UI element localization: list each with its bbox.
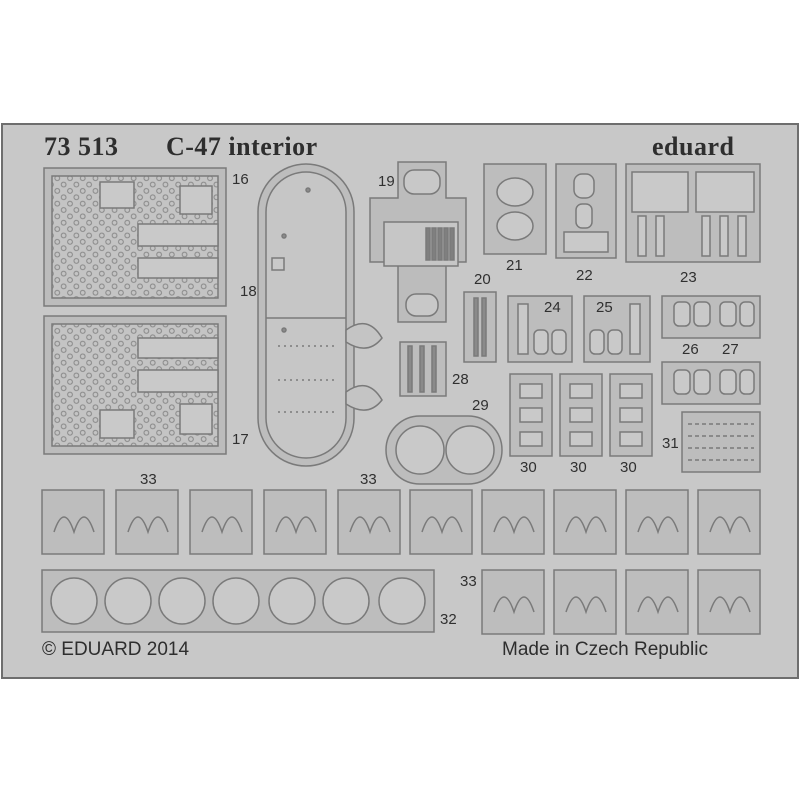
part-30-set <box>509 373 653 457</box>
part-24-25 <box>507 295 651 363</box>
part-label-33-b: 33 <box>360 471 377 488</box>
part-label-24: 24 <box>544 299 561 316</box>
part-26-27 <box>661 295 761 405</box>
part-label-26: 26 <box>682 341 699 358</box>
copyright-notice: © EDUARD 2014 <box>42 639 190 660</box>
part-label-33-c: 33 <box>460 573 477 590</box>
part-16-18-17-mesh-panels <box>43 167 227 455</box>
part-label-29: 29 <box>472 397 489 414</box>
part-label-21: 21 <box>506 257 523 274</box>
part-label-16: 16 <box>232 171 249 188</box>
part-22 <box>555 163 617 259</box>
part-label-23: 23 <box>680 269 697 286</box>
part-19-seat-frame <box>369 161 467 323</box>
part-29 <box>385 415 503 485</box>
kit-code: 73 513 <box>44 132 119 161</box>
part-28 <box>399 341 447 397</box>
part-label-17: 17 <box>232 431 249 448</box>
part-32-circle-strip <box>41 569 435 633</box>
part-label-25: 25 <box>596 299 613 316</box>
part-label-30-c: 30 <box>620 459 637 476</box>
central-capsule-panel <box>257 163 383 467</box>
part-label-22: 22 <box>576 267 593 284</box>
part-21 <box>483 163 547 255</box>
origin-notice: Made in Czech Republic <box>502 639 708 660</box>
part-label-28: 28 <box>452 371 469 388</box>
kit-title: C-47 interior <box>166 132 318 161</box>
brand-name: eduard <box>652 132 735 161</box>
part-20 <box>463 291 497 363</box>
part-23 <box>625 163 761 263</box>
part-label-33-a: 33 <box>140 471 157 488</box>
part-31 <box>681 411 761 473</box>
part-label-30-a: 30 <box>520 459 537 476</box>
part-33-row-2 <box>481 569 761 635</box>
part-label-27: 27 <box>722 341 739 358</box>
part-label-32: 32 <box>440 611 457 628</box>
part-label-30-b: 30 <box>570 459 587 476</box>
part-33-row-1 <box>41 489 761 555</box>
part-label-19: 19 <box>378 173 395 190</box>
part-label-31: 31 <box>662 435 679 452</box>
part-label-20: 20 <box>474 271 491 288</box>
part-label-18: 18 <box>240 283 257 300</box>
